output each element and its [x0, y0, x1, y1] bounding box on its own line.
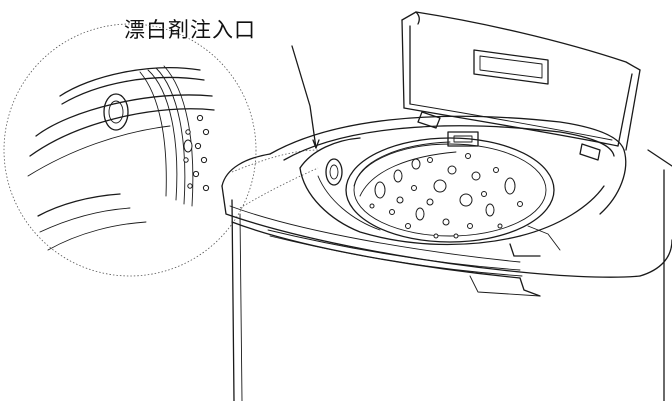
- bleach-inlet: [325, 158, 343, 186]
- tub-opening: [269, 115, 627, 257]
- detail-circle-outline: [3, 23, 257, 277]
- magnified-detail: [3, 23, 319, 277]
- detail-perforations: [183, 114, 210, 192]
- open-lid: [401, 11, 641, 161]
- leader-line: [291, 45, 317, 149]
- bleach-inlet-label: 漂白剤注入口: [124, 18, 256, 42]
- drum-perforations: [369, 153, 523, 239]
- machine-body: [221, 149, 672, 401]
- detail-inlet-oval: [103, 93, 129, 131]
- drum: [345, 137, 555, 243]
